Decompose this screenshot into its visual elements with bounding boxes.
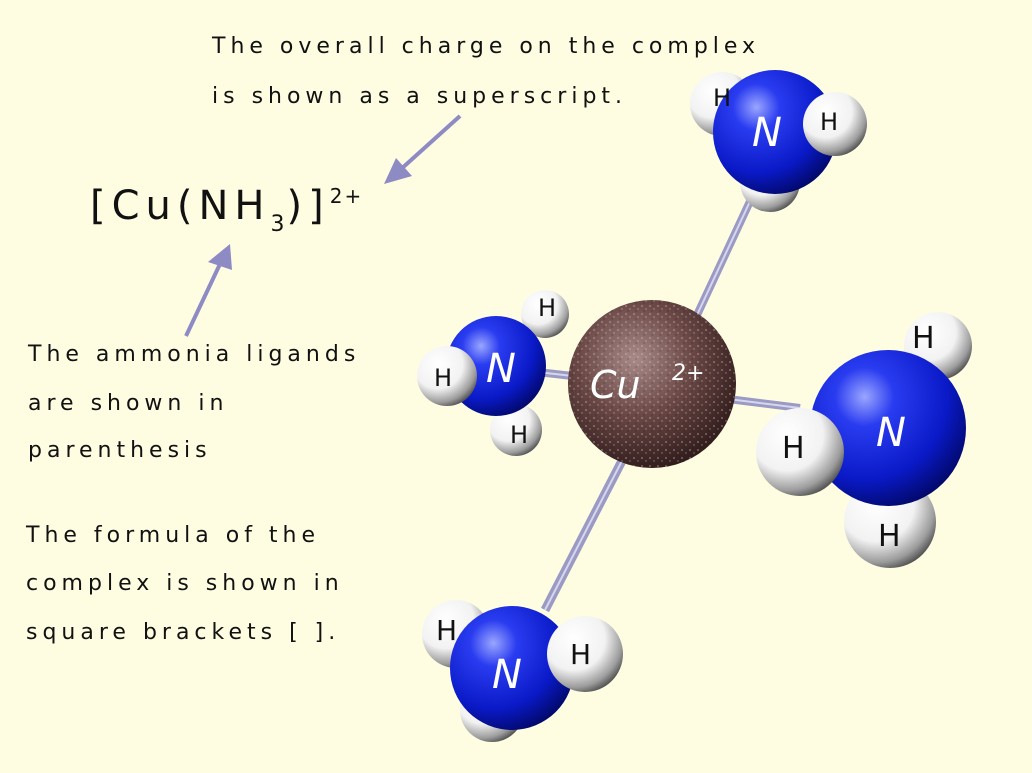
formula-ligand: NH [198,183,271,229]
copper-ion: Cu 2+ [568,300,736,468]
h-label: H [570,638,591,671]
formula-note-line-2: complex is shown in [26,571,344,596]
h-label: H [820,108,838,136]
formula-open-bracket: [ [90,183,112,229]
h-label: H [878,519,901,554]
charge-note-line-2: is shown as a superscript. [212,84,628,109]
formula-note-line-3: square brackets [ ]. [26,620,341,645]
ammonia-right: H H H N [756,312,972,568]
h-label: H [782,431,805,466]
n-label: N [752,110,782,156]
copper-symbol: Cu [590,363,641,407]
ligand-note-line-3: parenthesis [28,438,212,463]
h-label: H [912,321,935,356]
ligand-note-line-2: are shown in [28,391,229,416]
formula-note-line-1: The formula of the [26,523,321,548]
complex-formula: [Cu(NH3)]2+ [90,183,364,236]
formula-charge: 2+ [329,184,364,208]
n-label: N [876,410,906,456]
charge-note-line-1: The overall charge on the complex [212,34,761,59]
n-label: N [486,346,516,392]
formula-metal: Cu [111,183,177,229]
ammonia-bottom: H H N [422,600,623,742]
formula-ligand-subscript: 3 [270,212,287,237]
charge-arrow [384,114,462,184]
h-label: H [713,84,731,112]
n-label: N [492,652,522,698]
copper-charge: 2+ [672,361,704,386]
h-label: H [510,421,528,449]
formula-close-bracket: ] [308,183,330,229]
ligand-arrow [184,244,232,337]
h-label: H [436,614,457,647]
formula-close-paren: ) [286,183,309,229]
ammonia-top: H H N [690,70,867,212]
h-label: H [538,294,556,322]
ligand-note-line-1: The ammonia ligands [28,342,361,367]
h-label: H [434,364,452,392]
formula-open-paren: ( [176,183,199,229]
ammonia-left: H H H N [417,290,569,456]
